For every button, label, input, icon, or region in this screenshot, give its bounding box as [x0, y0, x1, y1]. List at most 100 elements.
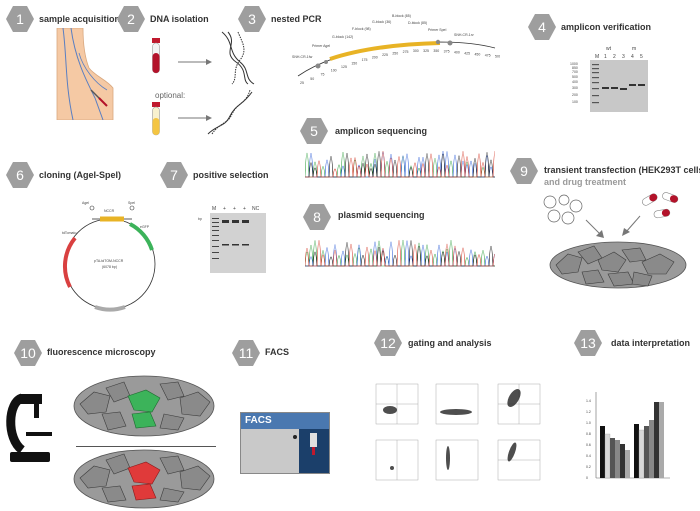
arm-illustration [56, 28, 114, 120]
gel4-lane: 1 [604, 54, 607, 60]
chromatogram-trace [305, 152, 495, 178]
step-9-subtitle: and drug treatment [544, 177, 627, 187]
data-interpretation-chart: 0 0.2 0.4 0.6 0.8 1.0 1.2 1.4 [586, 392, 670, 480]
step-10-hexagon: 10 [14, 340, 42, 366]
svg-text:850: 850 [572, 66, 578, 70]
step-3-hexagon: 3 [238, 6, 266, 32]
gel4-group-m: m [632, 46, 636, 52]
facs-tube [312, 447, 315, 455]
pcr-axis-label: 100 [331, 69, 337, 73]
gel4-lane: 2 [613, 54, 616, 60]
pcr-axis-label: 125 [341, 65, 347, 69]
pcr-axis-label: 175 [362, 58, 368, 62]
plasmid-feature: tdTomato [62, 231, 76, 235]
chromatogram-trace [305, 151, 495, 178]
facs-gating-plots [375, 383, 541, 481]
svg-text:0.8: 0.8 [586, 432, 591, 436]
svg-text:200: 200 [572, 93, 578, 97]
pcr-axis-label: 500 [495, 54, 500, 58]
step-3-number: 3 [248, 11, 256, 27]
plasmid-left-site: AgeI [82, 201, 89, 205]
pcr-axis-label: 250 [392, 51, 398, 55]
step-7-hexagon: 7 [160, 162, 188, 188]
step-11-hexagon: 11 [232, 340, 260, 366]
sequencing-chromatogram-5 [305, 151, 495, 178]
pcr-axis-label: 375 [444, 50, 450, 54]
sequencing-chromatogram-8 [305, 240, 495, 267]
svg-text:0.6: 0.6 [586, 443, 591, 447]
arrow-icon [178, 115, 212, 121]
svg-text:400: 400 [572, 80, 578, 84]
microscope-icon [6, 393, 52, 462]
gel-electrophoresis-4: wt m M 1 2 3 4 5 1000 850 700 500 400 30… [570, 46, 648, 112]
arrow-icon [622, 215, 641, 236]
step-6-title: cloning (AgeI-SpeI) [39, 170, 121, 180]
pcr-axis-label: 200 [372, 55, 378, 59]
step-12-hexagon: 12 [374, 330, 402, 356]
plasmid-insert-label: NCCR [104, 209, 115, 213]
pcr-axis-label: 450 [474, 53, 480, 57]
step-1-number: 1 [16, 11, 24, 27]
pcr-label: G-block (142) [332, 35, 353, 39]
dna-icon [221, 31, 255, 85]
facs-top-panel [241, 413, 329, 429]
step-6-hexagon: 6 [6, 162, 34, 188]
facs-label: FACS [245, 415, 272, 426]
step-8-title: plasmid sequencing [338, 210, 425, 220]
step-10-title: fluorescence microscopy [47, 347, 156, 357]
step-11-number: 11 [238, 345, 254, 361]
plasmid-rings-icon [543, 194, 583, 225]
step-9-number: 9 [520, 163, 528, 179]
gel4-lane: 5 [640, 54, 643, 60]
svg-text:1000: 1000 [570, 62, 578, 66]
step-9-title: transient transfection (HEK293T cells) [544, 165, 700, 175]
pcr-axis-label: 350 [433, 49, 439, 53]
plasmid-right-site: SpeI [128, 201, 135, 205]
step-11-title: FACS [265, 347, 290, 357]
chart-y-labels: 0 0.2 0.4 0.6 0.8 1.0 1.2 1.4 [586, 399, 591, 480]
step-10-number: 10 [20, 345, 36, 361]
step-8-hexagon: 8 [303, 204, 331, 230]
pcr-axis-label: 425 [464, 52, 470, 56]
gel4-ladder-bands [592, 64, 599, 104]
blood-tube-icon [152, 38, 160, 74]
step-4-title: amplicon verification [561, 22, 652, 32]
arrow-icon [585, 219, 604, 238]
step-4-hexagon: 4 [528, 14, 556, 40]
svg-text:1.2: 1.2 [586, 410, 591, 414]
pcr-axis-label: 75 [321, 73, 325, 77]
chromatogram-trace [305, 240, 495, 267]
pcr-label: G-block (36) [372, 20, 391, 24]
pcr-axis-label: 275 [403, 50, 409, 54]
pcr-label: Primer SpeI [428, 28, 447, 32]
step-9-hexagon: 9 [510, 158, 538, 184]
svg-text:1.0: 1.0 [586, 421, 591, 425]
arrow-icon [178, 59, 212, 65]
pcr-axis-label: 50 [310, 77, 314, 81]
gel7-lane: + [243, 206, 246, 212]
cell-culture-icon [549, 241, 687, 289]
plasmid-name: pTA-tdTOM-NCCR [94, 259, 124, 263]
pcr-axis-label: 400 [454, 51, 460, 55]
pcr-axis-label: 475 [485, 53, 491, 57]
gel7-ladder-bands [212, 218, 219, 259]
plasmid-size: (6078 bp) [102, 265, 117, 269]
step-2-title: DNA isolation [150, 14, 209, 24]
svg-text:0.4: 0.4 [586, 454, 591, 458]
step-13-hexagon: 13 [574, 330, 602, 356]
gel7-ladder-label: M [212, 206, 216, 212]
step-2-number: 2 [127, 11, 135, 27]
chart-bars [600, 402, 664, 479]
facs-indicator [293, 435, 297, 439]
pcr-axis-label: 300 [413, 49, 419, 53]
pcr-axis-label: 225 [382, 53, 388, 57]
pcr-label: D-block (85) [408, 21, 427, 25]
fluorescence-green-cells [73, 375, 215, 437]
step-5-number: 5 [310, 123, 318, 139]
dna-icon [207, 89, 253, 135]
gel4-group-wt: wt [606, 46, 612, 52]
svg-text:0: 0 [586, 476, 588, 480]
gel-electrophoresis-7: M + + + NC bp [198, 206, 266, 273]
svg-text:100: 100 [572, 100, 578, 104]
